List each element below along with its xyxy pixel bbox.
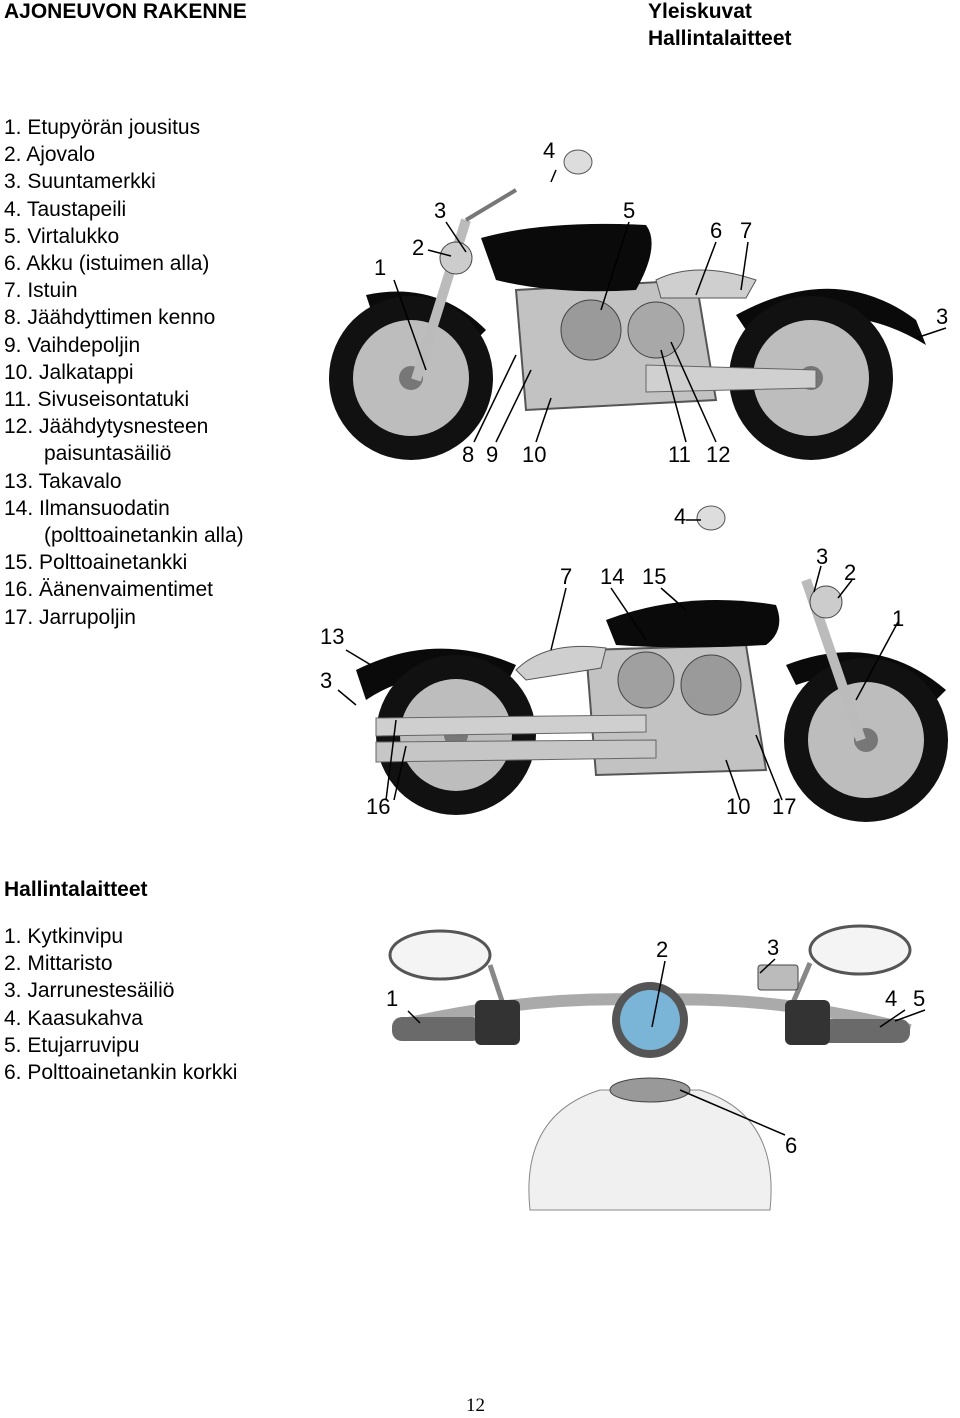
list-item: 1. Etupyörän jousitus bbox=[4, 116, 201, 139]
callout-label: 2 bbox=[844, 560, 856, 585]
callout-label: 3 bbox=[936, 304, 948, 329]
list-item: 2. Ajovalo bbox=[4, 143, 96, 167]
list-item: 17. Jarrupoljin bbox=[4, 605, 136, 629]
callout-label: 14 bbox=[600, 564, 624, 589]
callout-label: 6 bbox=[710, 218, 722, 243]
callout-label: 4 bbox=[674, 504, 686, 529]
callout-label: 2 bbox=[412, 235, 424, 260]
callout-label: 3 bbox=[434, 198, 446, 223]
section-title: AJONEUVON RAKENNE bbox=[4, 0, 247, 23]
list-item: 7. Istuin bbox=[4, 279, 78, 303]
callout-label: 15 bbox=[642, 564, 666, 589]
callout-label: 7 bbox=[740, 218, 752, 243]
list-item: 3. Suuntamerkki bbox=[4, 170, 156, 194]
callout-label: 1 bbox=[892, 606, 904, 631]
callout-label: 17 bbox=[772, 794, 796, 819]
list-item: 12. Jäähdytysnesteen bbox=[4, 415, 209, 439]
page-number: 12 bbox=[466, 1395, 485, 1416]
list-item: 16. Äänenvaimentimet bbox=[4, 578, 213, 602]
list-item: 14. Ilmansuodatin bbox=[4, 496, 170, 520]
callout-label: 1 bbox=[386, 986, 398, 1011]
callout-label: 12 bbox=[706, 442, 730, 467]
callout-label: 3 bbox=[320, 668, 332, 693]
list-item: 6. Akku (istuimen alla) bbox=[4, 252, 210, 276]
callout-label: 3 bbox=[767, 935, 779, 960]
list-item: 6. Polttoainetankin korkki bbox=[4, 1061, 238, 1085]
callout-label: 2 bbox=[656, 937, 668, 962]
list-item: 5. Virtalukko bbox=[4, 224, 120, 248]
callout-label: 6 bbox=[785, 1133, 797, 1158]
callout-label: 4 bbox=[885, 986, 897, 1011]
callout-label: 1 bbox=[374, 255, 386, 280]
callout-label: 3 bbox=[816, 544, 828, 569]
callout-label: 4 bbox=[543, 138, 555, 163]
list-item: 10. Jalkatappi bbox=[4, 360, 134, 384]
list-item: (polttoainetankin alla) bbox=[44, 524, 244, 548]
callout-label: 7 bbox=[560, 564, 572, 589]
overview-parts-list: 1. Etupyörän jousitus 2. Ajovalo 3. Suun… bbox=[4, 114, 244, 631]
list-item: 1. Kytkinvipu bbox=[4, 925, 124, 948]
callout-label: 13 bbox=[320, 624, 344, 649]
callout-label: 11 bbox=[668, 442, 691, 467]
list-item: paisuntasäiliö bbox=[44, 442, 172, 466]
header-subtitle-1: Yleiskuvat bbox=[648, 0, 752, 23]
list-item: 5. Etujarruvipu bbox=[4, 1033, 140, 1057]
list-item: 2. Mittaristo bbox=[4, 952, 113, 976]
list-item: 4. Kaasukahva bbox=[4, 1006, 143, 1030]
callout-label: 10 bbox=[522, 442, 546, 467]
list-item: 15. Polttoainetankki bbox=[4, 551, 188, 575]
list-item: 13. Takavalo bbox=[4, 469, 122, 493]
list-item: 4. Taustapeili bbox=[4, 197, 127, 221]
list-item: 11. Sivuseisontatuki bbox=[4, 388, 190, 412]
callout-label: 5 bbox=[623, 198, 635, 223]
list-item: 9. Vaihdepoljin bbox=[4, 333, 141, 357]
handlebar-controls-figure: 2 3 1 4 5 6 bbox=[386, 924, 926, 1211]
callout-label: 10 bbox=[726, 794, 750, 819]
callout-label: 5 bbox=[913, 986, 925, 1011]
controls-heading: Hallintalaitteet bbox=[4, 878, 148, 901]
callout-label: 8 bbox=[462, 442, 474, 467]
callout-label: 16 bbox=[366, 794, 390, 819]
motorcycle-right-side-figure: 1 2 3 4 5 6 7 3 8 9 10 11 12 bbox=[329, 138, 948, 467]
list-item: 3. Jarrunestesäiliö bbox=[4, 979, 175, 1003]
controls-list: 1. Kytkinvipu 2. Mittaristo 3. Jarrunest… bbox=[4, 923, 237, 1086]
list-item: 8. Jäähdyttimen kenno bbox=[4, 306, 216, 330]
motorcycle-left-side-figure: 4 7 14 15 3 2 13 1 3 16 10 17 bbox=[320, 504, 948, 822]
callout-label: 9 bbox=[486, 442, 498, 467]
header-subtitle-2: Hallintalaitteet bbox=[648, 27, 792, 50]
